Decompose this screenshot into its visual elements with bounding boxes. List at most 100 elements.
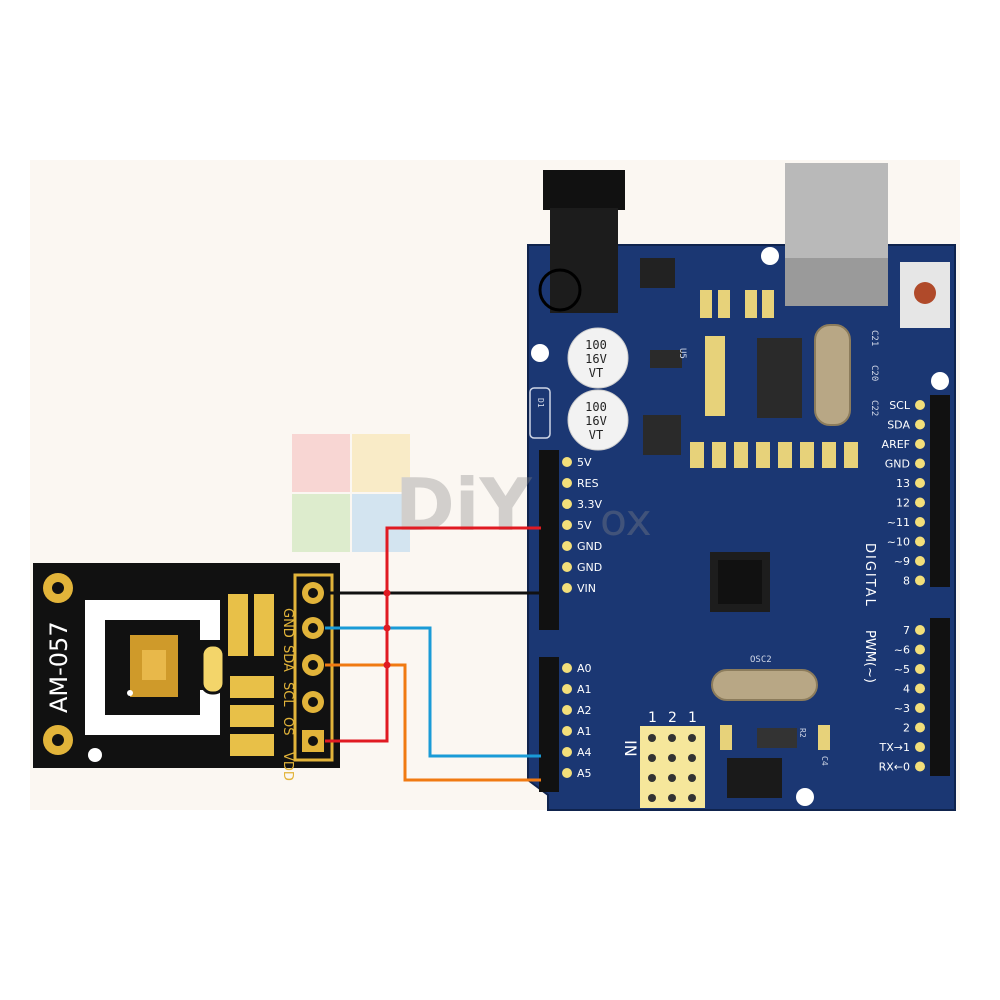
watermark: DiY ox [292,434,652,552]
digital-bottom-label-2: ~5 [894,663,910,676]
power-pin-pad-4 [562,541,572,551]
svg-text:D1: D1 [536,398,545,408]
digital-bottom-pad-2 [915,664,925,674]
digital-bottom-label-0: 7 [903,624,910,637]
oscillator [711,669,818,701]
wire-scl-a5 [325,663,541,782]
analog-pin-pad-1 [562,684,572,694]
svg-text:C21: C21 [869,330,879,346]
digital-bottom-label-3: 4 [903,683,910,696]
digital-top-pin-pad-9 [915,575,925,586]
digital-top-pin-label-1: SDA [887,419,910,432]
svg-text:16V: 16V [585,352,607,366]
svg-text:U5: U5 [677,348,687,359]
digital-top-pin-label-4: 13 [896,477,910,490]
analog-pin-pad-3 [562,726,572,736]
digital-top-pin-label-0: SCL [889,399,911,412]
svg-text:100: 100 [585,338,607,352]
digital-top-pin-label-7: ~10 [887,536,910,549]
analog-pin-pad-4 [562,747,572,757]
analog-pin-label-1: A1 [577,683,592,696]
digital-header-bottom [930,618,950,776]
analog-pin-label-3: A1 [577,725,592,738]
svg-text:1: 1 [648,710,657,726]
digital-bottom-pad-3 [915,683,925,694]
svg-text:DiY: DiY [395,463,532,547]
power-pin-pad-2 [562,499,572,509]
jumper-header [727,758,782,798]
digital-top-pin-label-3: GND [885,458,910,471]
svg-text:1: 1 [688,710,697,726]
dc-jack [543,170,625,210]
regulator-chip [640,258,675,288]
svg-text:VT: VT [589,428,603,442]
digital-top-pin-pad-1 [915,419,925,430]
power-pin-pad-5 [562,562,572,572]
digital-top-pin-pad-4 [915,478,925,488]
digital-bottom-label-6: TX→1 [879,741,910,754]
digital-bottom-pad-7 [915,761,925,772]
digital-bottom-pad-0 [915,625,925,635]
digital-top-pin-pad-6 [915,517,925,527]
power-pin-pad-3 [562,520,572,530]
pin-label-vdd: VDD [280,752,295,781]
svg-text:IN: IN [621,740,640,757]
svg-text:OSC2: OSC2 [750,655,772,665]
power-header [539,450,559,630]
pin-label-sda: SDA [280,645,295,672]
digital-top-pin-label-2: AREF [882,438,910,451]
power-pin-label-0: 5V [577,456,592,469]
svg-text:C4: C4 [820,756,829,766]
analog-pin-label-5: A5 [577,767,592,780]
analog-pin-label-4: A4 [577,746,592,759]
digital-bottom-label-4: ~3 [894,702,910,715]
digital-bottom-label-7: RX←0 [879,761,910,774]
capacitor-2: 100 16V VT [567,389,629,451]
power-pin-pad-1 [562,478,572,488]
svg-text:ox: ox [600,495,652,546]
digital-bottom-label-5: 2 [903,722,910,735]
digital-top-pin-pad-7 [915,536,925,547]
digital-top-pin-label-8: ~9 [894,555,910,568]
power-pin-label-6: VIN [577,582,596,595]
digital-bottom-pad-5 [915,722,925,733]
arduino-board: 100 16V VT 100 16V VT OSC2 U5 C21 C20 C2… [527,163,956,811]
analog-pin-pad-2 [562,705,572,715]
sensor-model-label: AM-057 [45,621,73,713]
svg-text:C22: C22 [869,400,879,416]
digital-top-pin-pad-3 [915,458,925,469]
pin-label-gnd: GND [280,608,295,638]
svg-text:C20: C20 [869,365,879,381]
pwm-label: PWM(~) [862,630,877,683]
digital-top-pin-pad-2 [915,439,925,449]
digital-top-pin-pad-8 [915,556,925,566]
capacitor-1: 100 16V VT [567,327,629,389]
pin-label-os: OS [280,717,295,735]
sensor-board: AM-057 GND SDA SCL OS VDD [33,563,340,781]
analog-pin-pad-0 [562,663,572,673]
usb-port [785,163,888,258]
digital-top-pin-label-6: ~11 [887,516,910,529]
power-pin-pad-0 [562,457,572,467]
wires [325,526,541,782]
digital-bottom-label-1: ~6 [894,644,910,657]
svg-text:100: 100 [585,400,607,414]
svg-text:2: 2 [668,710,677,726]
small-chip [643,415,681,455]
digital-bottom-pad-6 [915,742,925,752]
digital-top-pin-label-9: 8 [903,575,910,588]
wire-vdd-3v3 [325,526,541,743]
usb-chip [757,338,802,418]
power-pin-label-3: 5V [577,519,592,532]
power-pin-label-4: GND [577,540,602,553]
digital-top-pin-label-5: 12 [896,497,910,510]
analog-pin-label-0: A0 [577,662,592,675]
digital-top-pin-pad-5 [915,497,925,508]
svg-text:R2: R2 [798,728,807,738]
power-pin-label-5: GND [577,561,602,574]
digital-top-pin-pad-0 [915,400,925,410]
svg-text:16V: 16V [585,414,607,428]
analog-pin-pad-5 [562,768,572,778]
analog-pin-label-2: A2 [577,704,592,717]
